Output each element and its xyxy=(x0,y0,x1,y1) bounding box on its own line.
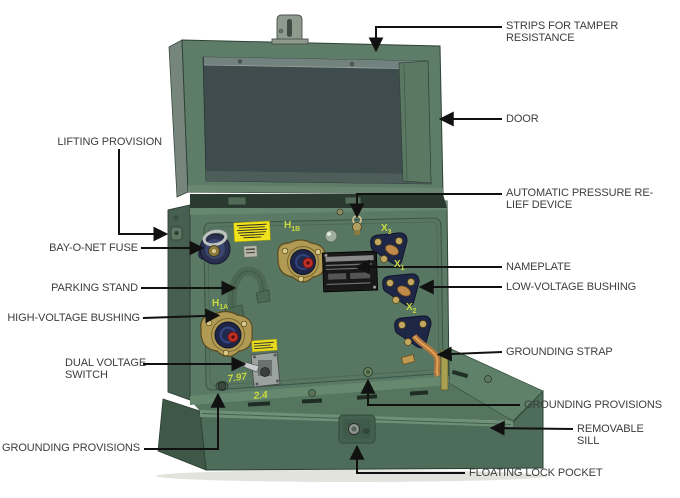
callout-line: HIGH-VOLTAGE BUSHING xyxy=(7,312,140,324)
callout-hv-bushing: HIGH-VOLTAGE BUSHING xyxy=(7,312,140,324)
door-open xyxy=(168,39,444,198)
callout-line: NAMEPLATE xyxy=(506,261,571,273)
callout-nameplate: NAMEPLATE xyxy=(506,261,571,273)
side-knob xyxy=(173,215,179,221)
marking-tap-secondary: 2.4 xyxy=(252,390,268,402)
callout-line: SILL xyxy=(577,435,600,447)
callout-connectors xyxy=(118,26,574,474)
face-bolt xyxy=(336,208,344,216)
callout-line: AUTOMATIC PRESSURE RE- xyxy=(506,187,654,199)
callout-grounding-strap: GROUNDING STRAP xyxy=(506,346,613,358)
lv-bushing-x3 xyxy=(370,232,408,266)
callout-line: RESISTANCE xyxy=(506,32,575,44)
callout-floating-lock-pocket: FLOATING LOCK POCKET xyxy=(469,467,603,479)
marking-text: X xyxy=(406,302,413,313)
marking-tap-primary: 7.97 xyxy=(227,371,248,385)
callout-auto-pressure-relief: AUTOMATIC PRESSURE RE- LIEF DEVICE xyxy=(506,187,653,211)
marking-x2: X2 xyxy=(406,302,417,315)
lv-bushing-x1 xyxy=(382,273,420,307)
callout-line: PARKING STAND xyxy=(51,282,138,294)
marking-sub: 2 xyxy=(413,308,417,315)
door-side-panel xyxy=(398,60,432,184)
marking-h1a: H1A xyxy=(212,298,228,311)
caution-label xyxy=(233,220,271,243)
marking-sub: 1 xyxy=(401,265,405,272)
callout-lv-bushing: LOW-VOLTAGE BUSHING xyxy=(506,281,636,293)
dual-voltage-switch-device xyxy=(243,351,281,388)
marking-h1b: H1B xyxy=(284,220,300,233)
hanger-bracket xyxy=(271,14,309,45)
callout-line: GROUNDING PROVISIONS xyxy=(524,399,662,411)
floating-lock-pocket xyxy=(338,414,376,444)
callout-grounding-provisions-left: GROUNDING PROVISIONS xyxy=(2,442,140,454)
bayonet-fuse xyxy=(198,229,231,265)
callout-line: LIEF DEVICE xyxy=(506,199,573,211)
hinge-tab xyxy=(344,196,362,205)
marking-sub: 1A xyxy=(219,304,228,311)
callout-door: DOOR xyxy=(506,113,539,125)
viewing-dome xyxy=(324,229,338,243)
callout-line: SWITCH xyxy=(65,369,108,381)
marking-x3: X3 xyxy=(381,223,392,236)
marking-text: H xyxy=(212,298,219,309)
callout-line: DUAL VOLTAGE xyxy=(65,357,147,369)
callout-line: GROUNDING PROVISIONS xyxy=(2,442,140,454)
callout-line: GROUNDING STRAP xyxy=(506,346,613,358)
face-bolt xyxy=(308,389,316,397)
callout-line: BAY-O-NET FUSE xyxy=(49,242,138,254)
nameplate-plate xyxy=(321,250,379,293)
callout-lifting-provision: LIFTING PROVISION xyxy=(57,136,162,148)
callout-parking-stand: PARKING STAND xyxy=(51,282,138,294)
callout-line: DOOR xyxy=(506,113,539,125)
callout-line: REMOVABLE xyxy=(577,423,644,435)
callout-bayonet-fuse: BAY-O-NET FUSE xyxy=(49,242,138,254)
callout-line: LOW-VOLTAGE BUSHING xyxy=(506,281,637,293)
callout-line: STRIPS FOR TAMPER xyxy=(506,20,619,32)
door-interior xyxy=(202,56,432,185)
grounding-provision-bolt-center xyxy=(363,367,373,377)
small-caution-label xyxy=(251,338,278,353)
door-hinge-gap xyxy=(190,194,447,208)
callout-strips-tamper: STRIPS FOR TAMPER RESISTANCE xyxy=(506,20,618,44)
callout-removable-sill: REMOVABLE SILL xyxy=(577,423,644,447)
small-grey-label xyxy=(243,245,258,258)
marking-sub: 3 xyxy=(388,229,392,236)
callout-dual-voltage-switch: DUAL VOLTAGE SWITCH xyxy=(65,357,146,381)
marking-text: X xyxy=(394,259,401,270)
callout-line: LIFTING PROVISION xyxy=(57,136,162,148)
tray-bolt xyxy=(484,375,492,383)
hinge-tab xyxy=(227,196,247,206)
marking-text: X xyxy=(381,223,388,234)
grounding-provision-bolt-left xyxy=(215,381,229,391)
callout-line: FLOATING LOCK POCKET xyxy=(469,467,603,479)
marking-text: H xyxy=(284,220,291,231)
hv-bushing-h1b xyxy=(277,239,326,283)
marking-sub: 1B xyxy=(291,226,300,233)
callout-grounding-provisions-right: GROUNDING PROVISIONS xyxy=(524,399,662,411)
marking-x1: X1 xyxy=(394,259,405,272)
